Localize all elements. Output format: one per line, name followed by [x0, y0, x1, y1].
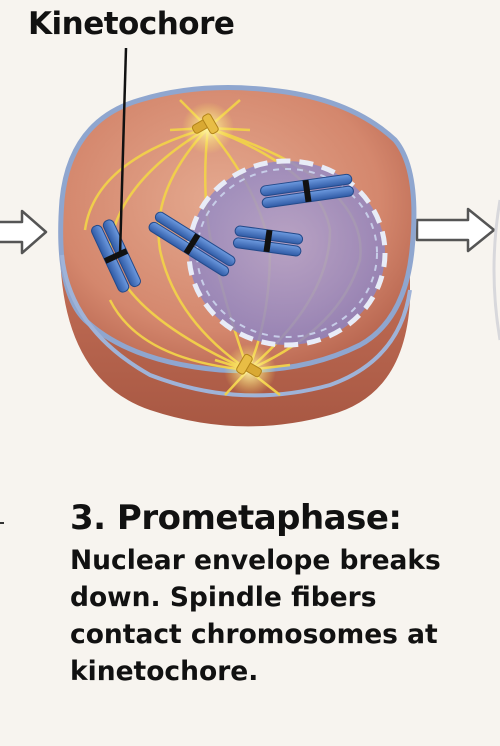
description-line: Nuclear envelope breaks: [70, 545, 441, 576]
centrosome-top: [182, 102, 234, 154]
description-line: kinetochore.: [70, 656, 259, 687]
description-line: contact chromosomes at: [70, 619, 438, 650]
stage-title: 3. Prometaphase:: [70, 498, 402, 538]
stray-mark: [0, 522, 4, 524]
centromere: [302, 179, 312, 203]
next-cell-edge: [492, 199, 500, 341]
chromosome: [260, 173, 354, 209]
centromere: [183, 233, 201, 255]
kinetochore-label: Kinetochore: [28, 6, 235, 42]
stage-description: Nuclear envelope breaks down. Spindle fi…: [70, 542, 495, 690]
chromosome-kinetochore: [91, 219, 141, 293]
right-arrow-icon: [415, 207, 496, 253]
prometaphase-diagram: [0, 47, 500, 427]
centrosome-bottom: [224, 344, 276, 396]
kinetochore-pointer-line: [118, 47, 128, 256]
kinetochore-mark: [103, 248, 129, 264]
chromosome: [232, 225, 304, 257]
centromere: [263, 229, 273, 253]
chromosome: [148, 211, 236, 277]
description-line: down. Spindle fibers: [70, 582, 377, 613]
left-arrow-icon: [0, 209, 48, 255]
